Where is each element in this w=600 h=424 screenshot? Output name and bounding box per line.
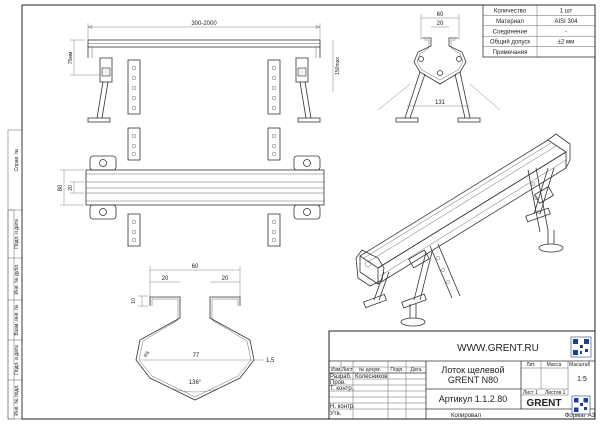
side-label-0: Справ. № xyxy=(14,149,20,172)
col-list: Лист xyxy=(342,367,354,373)
end-dim-inner: 20 xyxy=(437,21,444,27)
lit-label: Лит. xyxy=(526,362,535,368)
isometric-view xyxy=(355,133,571,327)
sheets-label: Листов 1 xyxy=(545,390,566,396)
role-razrab: Разраб. xyxy=(330,374,352,380)
spec-label-0: Количество xyxy=(494,9,527,15)
sheet-frame xyxy=(21,4,596,420)
plan-dim-inner: 20 xyxy=(68,185,74,191)
dim-length: 300-2000 xyxy=(191,21,217,27)
scale-label: Масштаб xyxy=(569,362,591,368)
doc-title-line1: Лоток щелевой xyxy=(441,365,504,375)
dim-height: 75мм xyxy=(68,51,74,64)
sec-dim-width: 60 xyxy=(192,264,199,270)
doc-article: Артикул 1.1.2.80 xyxy=(439,394,508,404)
spec-value-1: AISI 304 xyxy=(554,19,578,25)
plan-view: 80 20 xyxy=(58,127,325,247)
cross-section-view: 60 20 20 10 R5 77 1,5 136° xyxy=(131,264,275,401)
sec-dim-thk: 1,5 xyxy=(266,358,275,364)
spec-label-2: Соединение xyxy=(493,29,528,35)
mass-label: Масса xyxy=(547,362,562,368)
side-label-1: Подп. и дата xyxy=(14,219,20,249)
col-date: Дата xyxy=(410,367,421,373)
end-view: 60 20 131 xyxy=(377,12,501,123)
name-razrab: Колесников xyxy=(355,374,387,380)
spec-table: Количество 1 шт Материал AISI 304 Соедин… xyxy=(482,4,596,58)
format-label: Формат А3 xyxy=(565,413,596,419)
qr-code-bottom xyxy=(571,395,591,415)
scale-value: 1:5 xyxy=(577,376,587,383)
sec-dim-lip: 10 xyxy=(131,298,137,304)
copied-label: Копировал xyxy=(451,413,482,419)
role-prov: Пров. xyxy=(330,380,346,386)
side-label-3: Взам. инв. № xyxy=(14,305,20,336)
grent-logo: GRENT xyxy=(527,398,562,409)
spec-value-0: 1 шт xyxy=(560,9,573,15)
doc-title-line2: GRENT N80 xyxy=(448,375,498,385)
sec-dim-angle: 136° xyxy=(189,380,202,386)
qr-code-top xyxy=(570,336,592,358)
role-nkontr: Н. контр. xyxy=(330,404,355,410)
front-elevation-view: 300-2000 75мм 150max xyxy=(68,21,341,123)
role-utv: Утв. xyxy=(330,411,342,417)
end-dim-base: 131 xyxy=(435,100,446,106)
title-block: WWW.GRENT.RU Изм. Лист № докум. Подп. Да… xyxy=(328,330,596,420)
sec-dim-top-right: 20 xyxy=(222,276,229,282)
spec-label-3: Общий допуск xyxy=(490,39,530,46)
spec-value-2: - xyxy=(565,29,567,35)
side-label-2: Инв. № дубл. xyxy=(14,264,20,295)
spec-label-1: Материал xyxy=(496,19,524,25)
side-label-4: Подп. и дата xyxy=(14,345,20,375)
end-dim-width: 60 xyxy=(437,12,444,18)
sec-dim-span: 77 xyxy=(193,353,200,359)
side-label-5: Инв. № подл. xyxy=(14,384,20,415)
dim-height-max: 150max xyxy=(335,57,341,75)
col-izm: Изм. xyxy=(331,367,342,373)
plan-dim-height: 80 xyxy=(58,184,64,191)
spec-value-3: ±2 мм xyxy=(558,40,575,46)
website-url: WWW.GRENT.RU xyxy=(457,343,539,354)
side-strip: Справ. № Подп. и дата Инв. № дубл. Взам.… xyxy=(7,129,23,420)
spec-label-4: Примечания xyxy=(493,50,528,56)
col-sign: Подп. xyxy=(390,367,403,373)
sec-dim-top-left: 20 xyxy=(162,276,169,282)
sec-dim-radius: R5 xyxy=(143,350,152,359)
col-doc: № докум. xyxy=(359,367,381,373)
sheet-label: Лист 1 xyxy=(523,390,538,396)
role-tkontr: Т. контр. xyxy=(330,386,354,392)
